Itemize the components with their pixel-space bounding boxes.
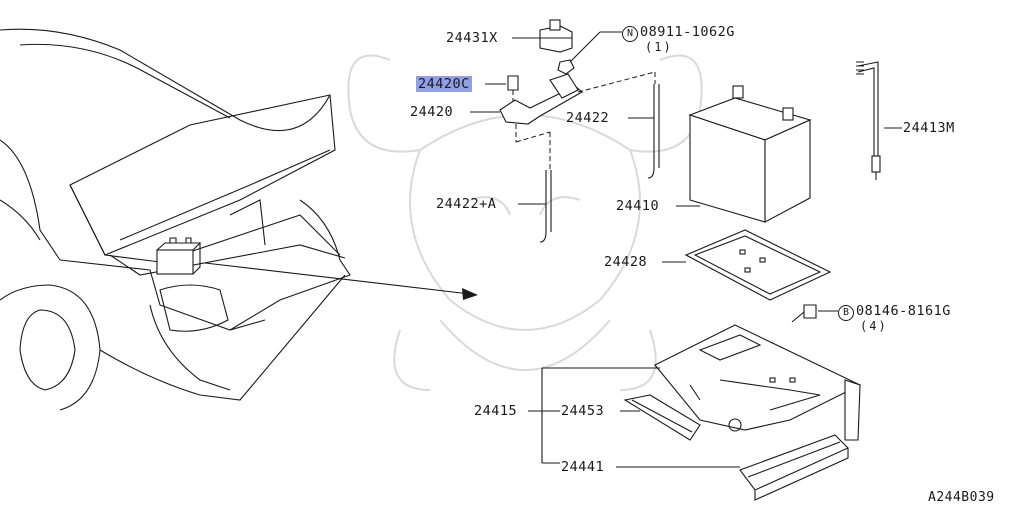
watermark-emblem [347, 54, 703, 391]
bolt-quantity: (4) [860, 319, 888, 333]
part-label-24422[interactable]: 24422 [566, 110, 610, 126]
rail-24441 [616, 434, 849, 501]
part-label-24428[interactable]: 24428 [604, 254, 648, 270]
battery-clamp-24431x [512, 19, 573, 53]
battery-24410 [676, 85, 812, 223]
battery-stay-24420 [470, 71, 656, 170]
part-label-24410[interactable]: 24410 [616, 198, 660, 214]
nut-part-number: 08911-1062G [640, 24, 735, 40]
part-label-24441[interactable]: 24441 [561, 459, 605, 475]
group-bracket-24415 [528, 367, 660, 464]
part-label-24413m[interactable]: 24413M [903, 120, 955, 136]
hook-rod-24422a [518, 170, 552, 243]
car-trunk-illustration [0, 28, 478, 411]
part-label-24431x[interactable]: 24431X [446, 30, 498, 46]
part-label-24453[interactable]: 24453 [561, 403, 605, 419]
part-label-24420c-highlighted[interactable]: 24420C [416, 76, 472, 92]
highlight-box: 24420C [416, 76, 472, 92]
bolt-leader [791, 304, 838, 323]
vent-hose-24413m [856, 61, 902, 180]
battery-tray-24428 [662, 229, 832, 301]
bolt-marker-b: B [838, 305, 854, 321]
part-label-24415[interactable]: 24415 [474, 403, 518, 419]
hook-rod-24422 [628, 84, 660, 179]
bolt-part-number: 08146-8161G [856, 303, 951, 319]
nut-marker-n: N [622, 26, 638, 42]
nut-leader [557, 31, 622, 75]
battery-mount-bracket [620, 324, 862, 441]
part-label-24420[interactable]: 24420 [410, 104, 454, 120]
nut-quantity: (1) [645, 40, 673, 54]
diagram-code: A244B039 [928, 490, 995, 505]
part-label-24422a[interactable]: 24422+A [436, 196, 497, 212]
